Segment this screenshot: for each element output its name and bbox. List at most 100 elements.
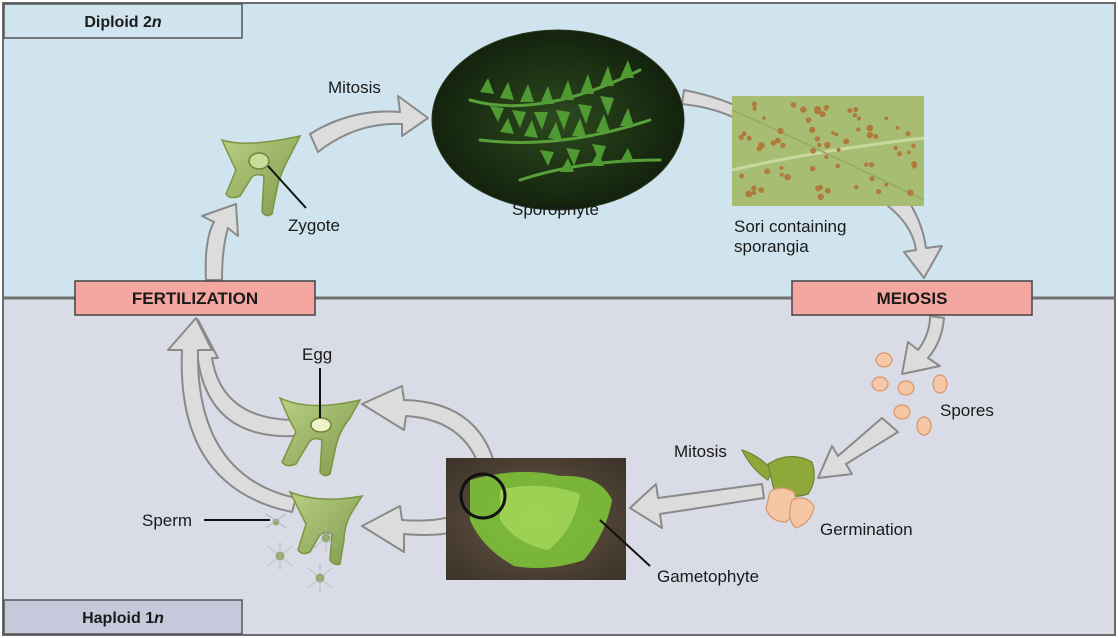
sorus-dot [817,142,822,148]
sorus-dot [824,187,831,194]
fertilization-box: FERTILIZATION [74,280,316,316]
arrow-germination-to-gametophyte [629,483,765,529]
sorus-dot [836,147,841,152]
haploid-tag-italic: n [154,610,164,627]
sorus-dot [770,140,776,146]
sorus-dot [884,116,889,121]
sorus-dot [800,106,807,113]
sorus-dot [852,113,858,118]
sorus-dot [875,188,882,195]
arrow-zygote-to-sporophyte [309,95,429,153]
sorus-dot [823,105,829,111]
sorus-dot [739,173,744,179]
haploid-tag-text: Haploid 1 [82,610,154,627]
sorus-dot [824,141,831,149]
sorus-dot [738,134,744,140]
sorus-dot [866,124,874,132]
meiosis-box: MEIOSIS [791,280,1033,316]
gametophyte-label: Gametophyte [657,567,759,586]
spores-label: Spores [940,401,994,420]
sorus-dot [764,168,771,175]
sorus-dot [751,185,757,191]
haploid-tag: Haploid 1n [3,599,243,635]
sorus-dot [817,193,824,200]
sorus-dot [856,127,861,132]
sorus-dot [752,106,757,111]
svg-text:Haploid 1n: Haploid 1n [82,610,164,627]
sorus-dot [814,136,821,142]
sorus-dot [854,185,859,190]
sorus-dot [814,106,821,113]
sorus-dot [912,164,917,169]
germination-label: Germination [820,520,913,539]
sori-label-line1: Sori containing [734,217,846,236]
sorus-dot [751,190,757,195]
sorus-dot [831,131,835,135]
sorus-dot [779,172,784,177]
arrow-gametophyte-to-egg [361,385,499,485]
sorus-dot [847,108,853,113]
fertilization-label: FERTILIZATION [132,289,258,308]
germination-illustration [740,448,815,529]
sorus-dot [784,173,791,181]
mitosis-bottom-label: Mitosis [674,442,727,461]
sorus-dot [809,126,816,133]
sorus-dot [869,176,875,182]
sorus-dot [758,187,765,194]
sorus-dot [907,189,914,196]
sorus-dot [746,135,752,141]
arrow-spores-to-germination [817,417,899,479]
sorus-dot [911,143,916,148]
mitosis-top-label: Mitosis [328,78,381,97]
sorus-dot [895,126,900,130]
svg-text:Diploid 2n: Diploid 2n [84,14,162,31]
sperm-label: Sperm [142,511,192,530]
sorus-dot [853,106,859,113]
arrow-meiosis-to-spores [901,315,945,375]
sorus-dot [864,162,869,167]
sorus-dot [835,163,841,169]
sorus-dot [893,145,898,151]
sorus-dot [777,127,784,135]
sorus-dot [751,101,758,107]
zygote-label: Zygote [288,216,340,235]
spores-illustration [871,352,948,436]
sori-photo [731,96,925,206]
sorus-dot [815,185,822,192]
sorus-dot [884,182,889,187]
egg-illustration [278,368,362,477]
sorus-dot [843,138,850,145]
sorus-dot [745,190,753,198]
sorus-dot [905,131,911,137]
sorus-dot [775,137,781,144]
sorus-dot [907,150,911,155]
sorus-dot [824,155,829,159]
diploid-tag-text: Diploid 2 [84,14,152,31]
sperm-illustration [204,490,364,592]
meiosis-label: MEIOSIS [877,289,948,308]
egg-label: Egg [302,345,332,364]
arrow-sori-to-meiosis [879,191,943,279]
sorus-dot [819,111,826,118]
sorus-dot [868,162,875,168]
sporophyte-label: Sporophyte [512,200,599,219]
gametophyte-photo [446,458,651,580]
sorus-dot [809,165,816,172]
arrow-sperm-to-fertilization [167,317,297,513]
sorus-dot [805,117,812,123]
sorus-dot [741,131,747,137]
diploid-tag-italic: n [152,14,162,31]
sorus-dot [866,131,874,139]
sorus-dot [756,146,762,152]
sorus-dot [779,165,784,170]
sorus-dot [810,147,817,154]
sorus-dot [857,116,862,121]
sorus-dot [762,116,766,120]
arrow-fertilization-to-zygote [201,203,239,281]
sorus-dot [873,134,879,139]
sori-label-line2: sporangia [734,237,809,256]
sorus-dot [790,102,797,108]
sorus-dot [897,151,902,157]
